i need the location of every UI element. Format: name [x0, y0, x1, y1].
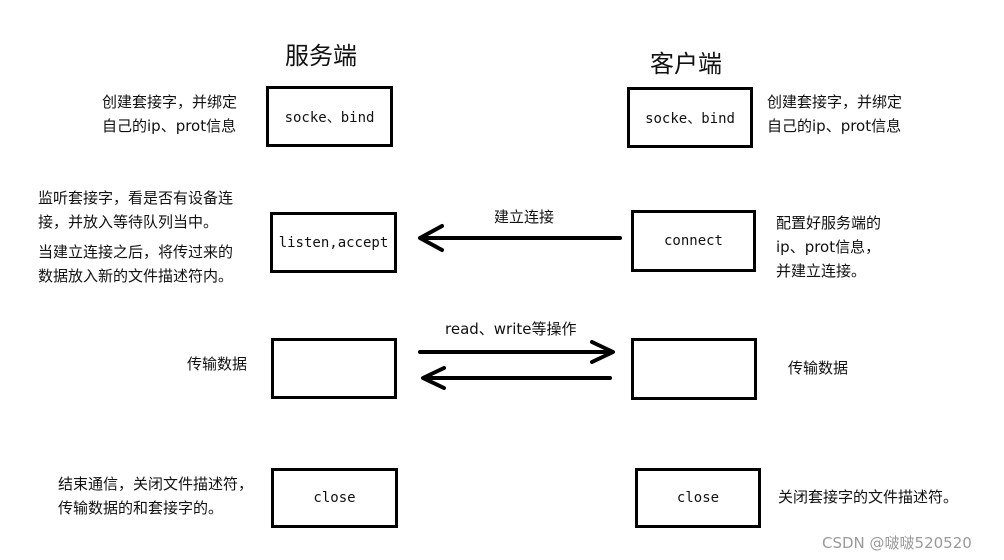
server-listen-box: listen,accept — [270, 212, 397, 273]
connect-arrow-head — [418, 224, 444, 252]
server-listen-note: 监听套接字，看是否有设备连 接，并放入等待队列当中。 — [38, 189, 234, 231]
client-close-box: close — [635, 468, 761, 528]
server-close-note: 结束通信，关闭文件描述符， 传输数据的和套接字的。 — [58, 475, 254, 517]
client-title: 客户端 — [650, 50, 722, 78]
server-socket-box: socke、bind — [266, 86, 393, 147]
server-close-box: close — [271, 468, 398, 528]
server-transfer-note: 传输数据 — [187, 355, 248, 373]
rw-arrow-right-head — [590, 340, 615, 364]
connect-arrow-label: 建立连接 — [494, 208, 555, 226]
server-accept-note: 当建立连接之后，将传过来的 数据放入新的文件描述符内。 — [38, 243, 234, 285]
client-socket-box: socke、bind — [627, 87, 753, 148]
client-connect-box: connect — [631, 210, 756, 272]
client-transfer-note: 传输数据 — [788, 359, 849, 377]
client-connect-note: 配置好服务端的 ip、prot信息， 并建立连接。 — [776, 214, 882, 280]
rw-arrow-label: read、write等操作 — [445, 320, 577, 338]
client-close-note: 关闭套接字的文件描述符。 — [778, 488, 959, 506]
server-title: 服务端 — [285, 42, 357, 70]
watermark: CSDN @啵啵520520 — [822, 534, 972, 552]
client-socket-note: 创建套接字，并绑定 自己的ip、prot信息 — [767, 93, 903, 135]
server-transfer-box — [271, 338, 397, 399]
client-transfer-box — [631, 338, 757, 400]
rw-arrow-left-head — [421, 366, 446, 390]
server-socket-note: 创建套接字，并绑定 自己的ip、prot信息 — [102, 93, 238, 135]
